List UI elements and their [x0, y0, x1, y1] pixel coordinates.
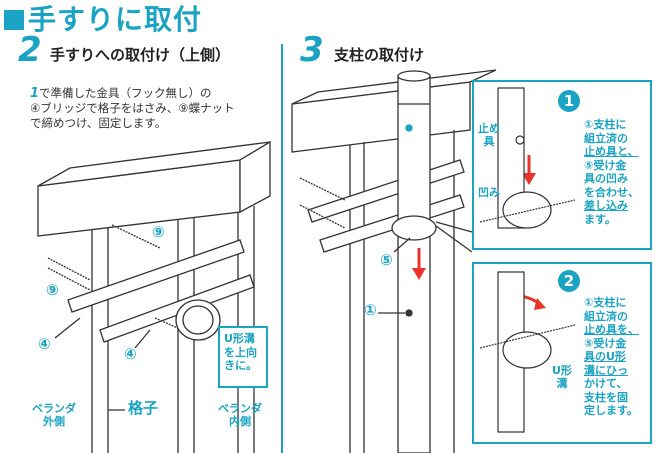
step2-desc-num: 1: [30, 86, 40, 101]
step3-number: 3: [300, 30, 324, 70]
detail-1-note: ①支柱に 組立済の 止め具と、 ⑤受け金 具の凹み を合わせ、 差し込み ます。: [584, 118, 639, 226]
title-square-icon: [4, 10, 24, 30]
label-bokomi: 凹み: [478, 186, 500, 199]
label-veranda-outside: ベランダ外側: [32, 402, 76, 428]
label-4b: ④: [124, 345, 137, 363]
label-9a: ⑨: [152, 223, 165, 241]
step2-description: 1で準備した金具（フック無し）の ④ブリッジで格子をはさみ、⑨蝶ナット で締めつ…: [30, 86, 235, 130]
label-5: ⑤: [380, 251, 393, 269]
label-4a: ④: [38, 335, 51, 353]
label-tome-gu: 止め具: [478, 122, 500, 148]
detail-2-note: ①支柱に 組立済の 止め具を、 ⑤受け金 具のU形 溝にひっ かけて、 支柱を固…: [584, 296, 639, 417]
detail-1-badge: 1: [558, 90, 580, 112]
page-title: 手すりに取付: [4, 0, 202, 38]
step2-heading: 手すりへの取付け（上側）: [50, 46, 231, 64]
label-9b: ⑨: [46, 281, 59, 299]
detail-2-badge: 2: [558, 270, 580, 292]
detail-box-2: 2 U形溝 ①支柱に 組立済の 止め具を、 ⑤受け金 具のU形 溝にひっ かけて…: [472, 262, 652, 444]
label-u-groove: U形溝: [552, 364, 572, 390]
label-1: ①: [364, 301, 377, 319]
label-koshi: 格子: [128, 399, 159, 417]
u-groove-note-box: U形溝 を上向 きに。: [218, 326, 268, 388]
label-veranda-inside: ベランダ内側: [218, 402, 262, 428]
step2-number: 2: [18, 30, 42, 70]
detail-box-1: 1 止め具 凹み ①支柱に 組立済の 止め具と、 ⑤受け金 具の凹み を合わせ、…: [472, 80, 652, 250]
u-groove-note: U形溝 を上向 きに。: [224, 332, 257, 372]
step3-heading: 支柱の取付け: [334, 46, 425, 64]
